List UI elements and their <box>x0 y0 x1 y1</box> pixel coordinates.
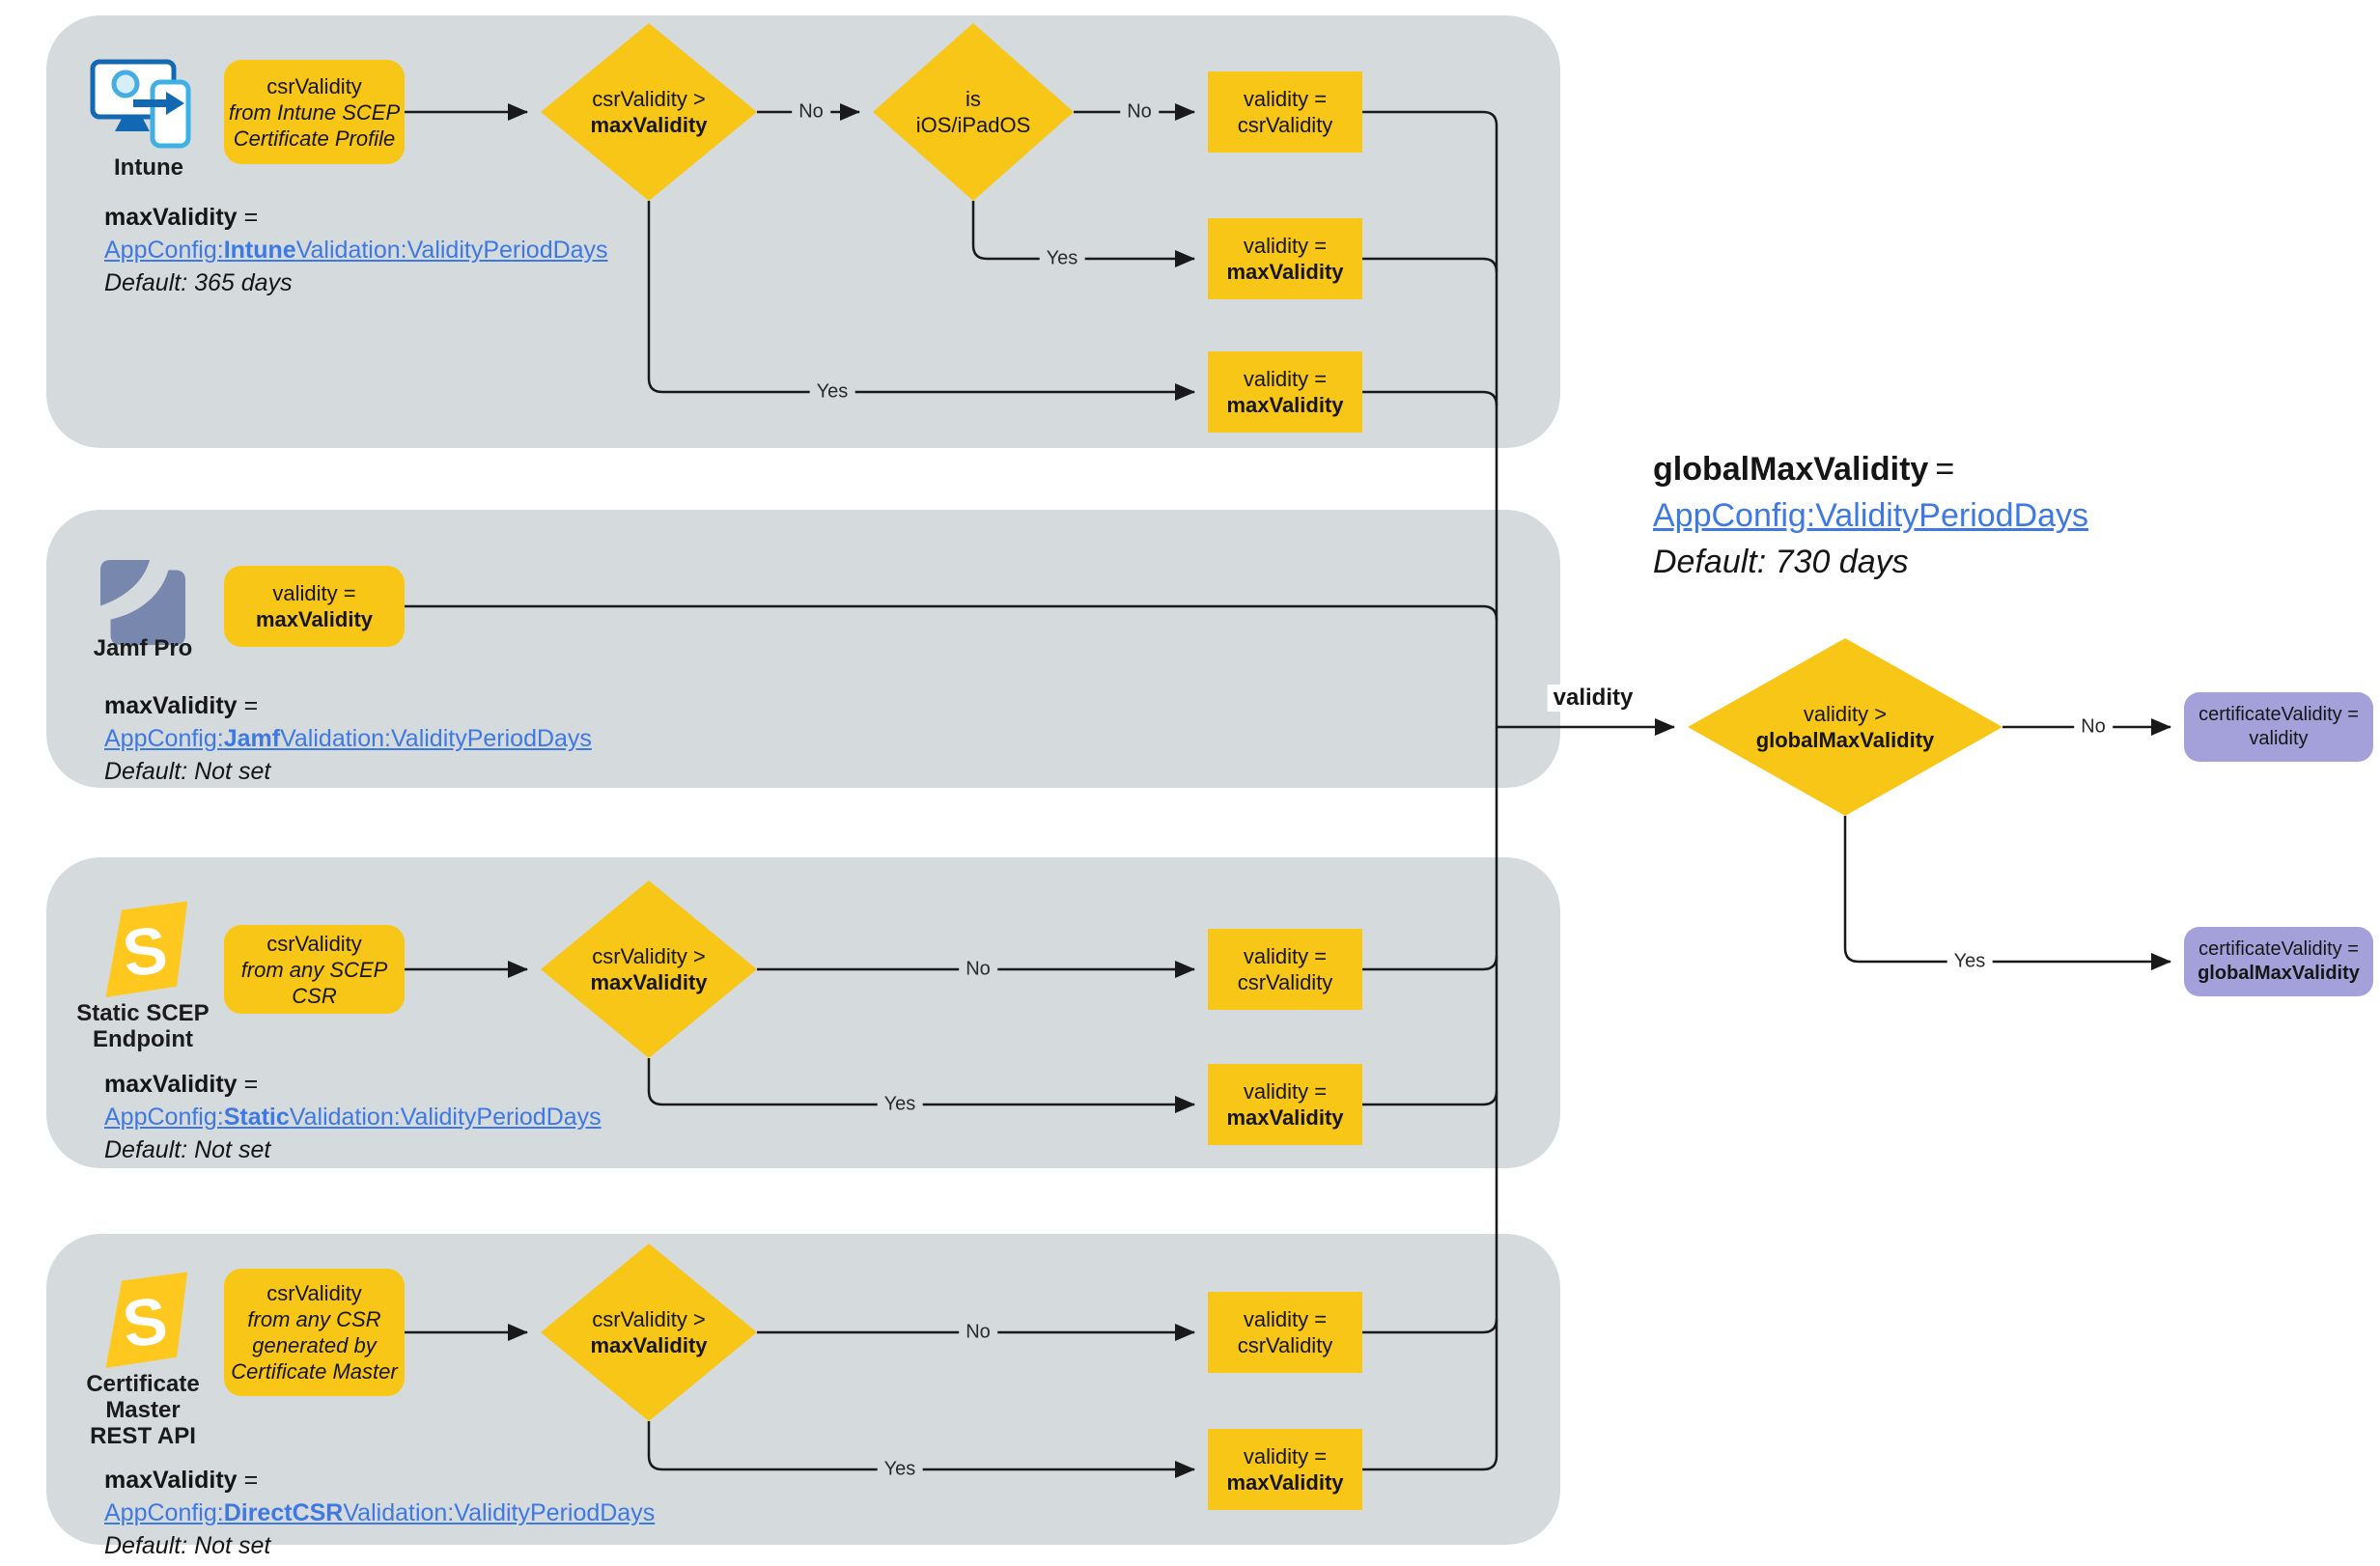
config-block-global: globalMaxValidity= AppConfig:ValidityPer… <box>1653 446 2088 585</box>
decision-label-csr-vs-max-static: csrValidity > maxValidity <box>590 944 708 994</box>
outcome-validity-csrvalidity-static: validity = csrValidity <box>1208 929 1362 1010</box>
config-var-line: maxValidity= <box>104 1467 259 1494</box>
config-block-certmaster: maxValidity= AppConfig:DirectCSRValidati… <box>104 1464 655 1562</box>
edge-label-no-certmaster: No <box>959 1321 997 1344</box>
edge-label-yes-final: Yes <box>1946 950 1993 973</box>
final-certificatevalidity-globalmax: certificateValidity = globalMaxValidity <box>2184 927 2373 996</box>
config-var-line: maxValidity= <box>104 1071 259 1098</box>
decision-label-is-ios: is iOS/iPadOS <box>915 87 1031 137</box>
config-block-jamf: maxValidity= AppConfig:JamfValidation:Va… <box>104 689 592 788</box>
config-default-intune: Default: 365 days <box>104 269 293 296</box>
edge-label-yes-certmaster: Yes <box>877 1458 923 1481</box>
outcome-validity-maxvalidity-certmaster: validity = maxValidity <box>1208 1429 1362 1510</box>
config-default-jamf: Default: Not set <box>104 758 271 785</box>
edges <box>405 103 2171 1478</box>
config-link-certmaster[interactable]: AppConfig:DirectCSRValidation:ValidityPe… <box>104 1499 656 1526</box>
jamf-source-node: validity = maxValidity <box>224 566 405 647</box>
intune-source-node: csrValidity from Intune SCEP Certificate… <box>224 60 405 164</box>
config-var-line: globalMaxValidity= <box>1653 451 1955 488</box>
decision-csr-vs-max-intune <box>541 23 757 201</box>
outcome-validity-csrvalidity-intune: validity = csrValidity <box>1208 71 1362 153</box>
edge-label-no-static: No <box>959 958 997 981</box>
outcome-validity-maxvalidity-intune: validity = maxValidity <box>1208 351 1362 433</box>
config-link-jamf[interactable]: AppConfig:JamfValidation:ValidityPeriodD… <box>104 725 592 752</box>
config-var-line: maxValidity= <box>104 204 259 231</box>
edge-label-validity: validity <box>1547 685 1639 712</box>
jamf-icon <box>100 560 185 645</box>
config-default-static: Default: Not set <box>104 1136 271 1163</box>
config-block-static: maxValidity= AppConfig:StaticValidation:… <box>104 1068 602 1166</box>
config-block-intune: maxValidity= AppConfig:IntuneValidation:… <box>104 201 608 299</box>
decision-is-ios <box>873 23 1074 201</box>
config-link-global[interactable]: AppConfig:ValidityPeriodDays <box>1653 497 2089 534</box>
lane-title-jamf: Jamf Pro <box>93 635 193 661</box>
config-default-global: Default: 730 days <box>1653 544 1909 580</box>
config-var-line: maxValidity= <box>104 692 259 719</box>
lane-panels <box>46 15 1560 1545</box>
decision-label-csr-vs-max-certmaster: csrValidity > maxValidity <box>590 1307 708 1357</box>
svg-text:S: S <box>119 912 171 991</box>
decision-diamonds <box>541 23 2002 1421</box>
decision-label-csr-vs-max-intune: csrValidity > maxValidity <box>590 87 708 137</box>
certmaster-source-node: csrValidity from any CSR generated by Ce… <box>224 1269 405 1396</box>
lane-title-intune: Intune <box>114 154 183 181</box>
edge-label-yes-static: Yes <box>877 1093 923 1116</box>
decision-csr-vs-max-certmaster <box>541 1244 757 1421</box>
config-default-certmaster: Default: Not set <box>104 1532 271 1559</box>
outcome-validity-maxvalidity-static: validity = maxValidity <box>1208 1064 1362 1145</box>
scepman-icon-certmaster: S <box>100 1271 189 1373</box>
config-link-intune[interactable]: AppConfig:IntuneValidation:ValidityPerio… <box>104 237 608 264</box>
edge-label-no-intune-1: No <box>792 100 830 124</box>
edge-label-yes-intune: Yes <box>809 380 855 404</box>
config-link-static[interactable]: AppConfig:StaticValidation:ValidityPerio… <box>104 1104 602 1131</box>
outcome-validity-maxvalidity-ios: validity = maxValidity <box>1208 218 1362 299</box>
lane-title-static-scep: Static SCEP Endpoint <box>76 1000 210 1052</box>
final-certificatevalidity-validity: certificateValidity = validity <box>2184 692 2373 762</box>
scepman-icon-static: S <box>100 900 189 1002</box>
lane-title-certmaster: Certificate Master REST API <box>86 1371 200 1449</box>
decision-validity-vs-global <box>1688 638 2002 816</box>
outcome-validity-csrvalidity-certmaster: validity = csrValidity <box>1208 1292 1362 1373</box>
edge-label-no-final: No <box>2074 715 2113 739</box>
intune-icon <box>89 56 209 153</box>
decision-csr-vs-max-static <box>541 881 757 1058</box>
edge-label-no-ios: No <box>1120 100 1159 124</box>
decision-label-validity-vs-global: validity > globalMaxValidity <box>1755 702 1935 752</box>
static-source-node: csrValidity from any SCEP CSR <box>224 925 405 1014</box>
edge-label-yes-ios: Yes <box>1039 247 1085 270</box>
svg-text:S: S <box>119 1283 171 1361</box>
